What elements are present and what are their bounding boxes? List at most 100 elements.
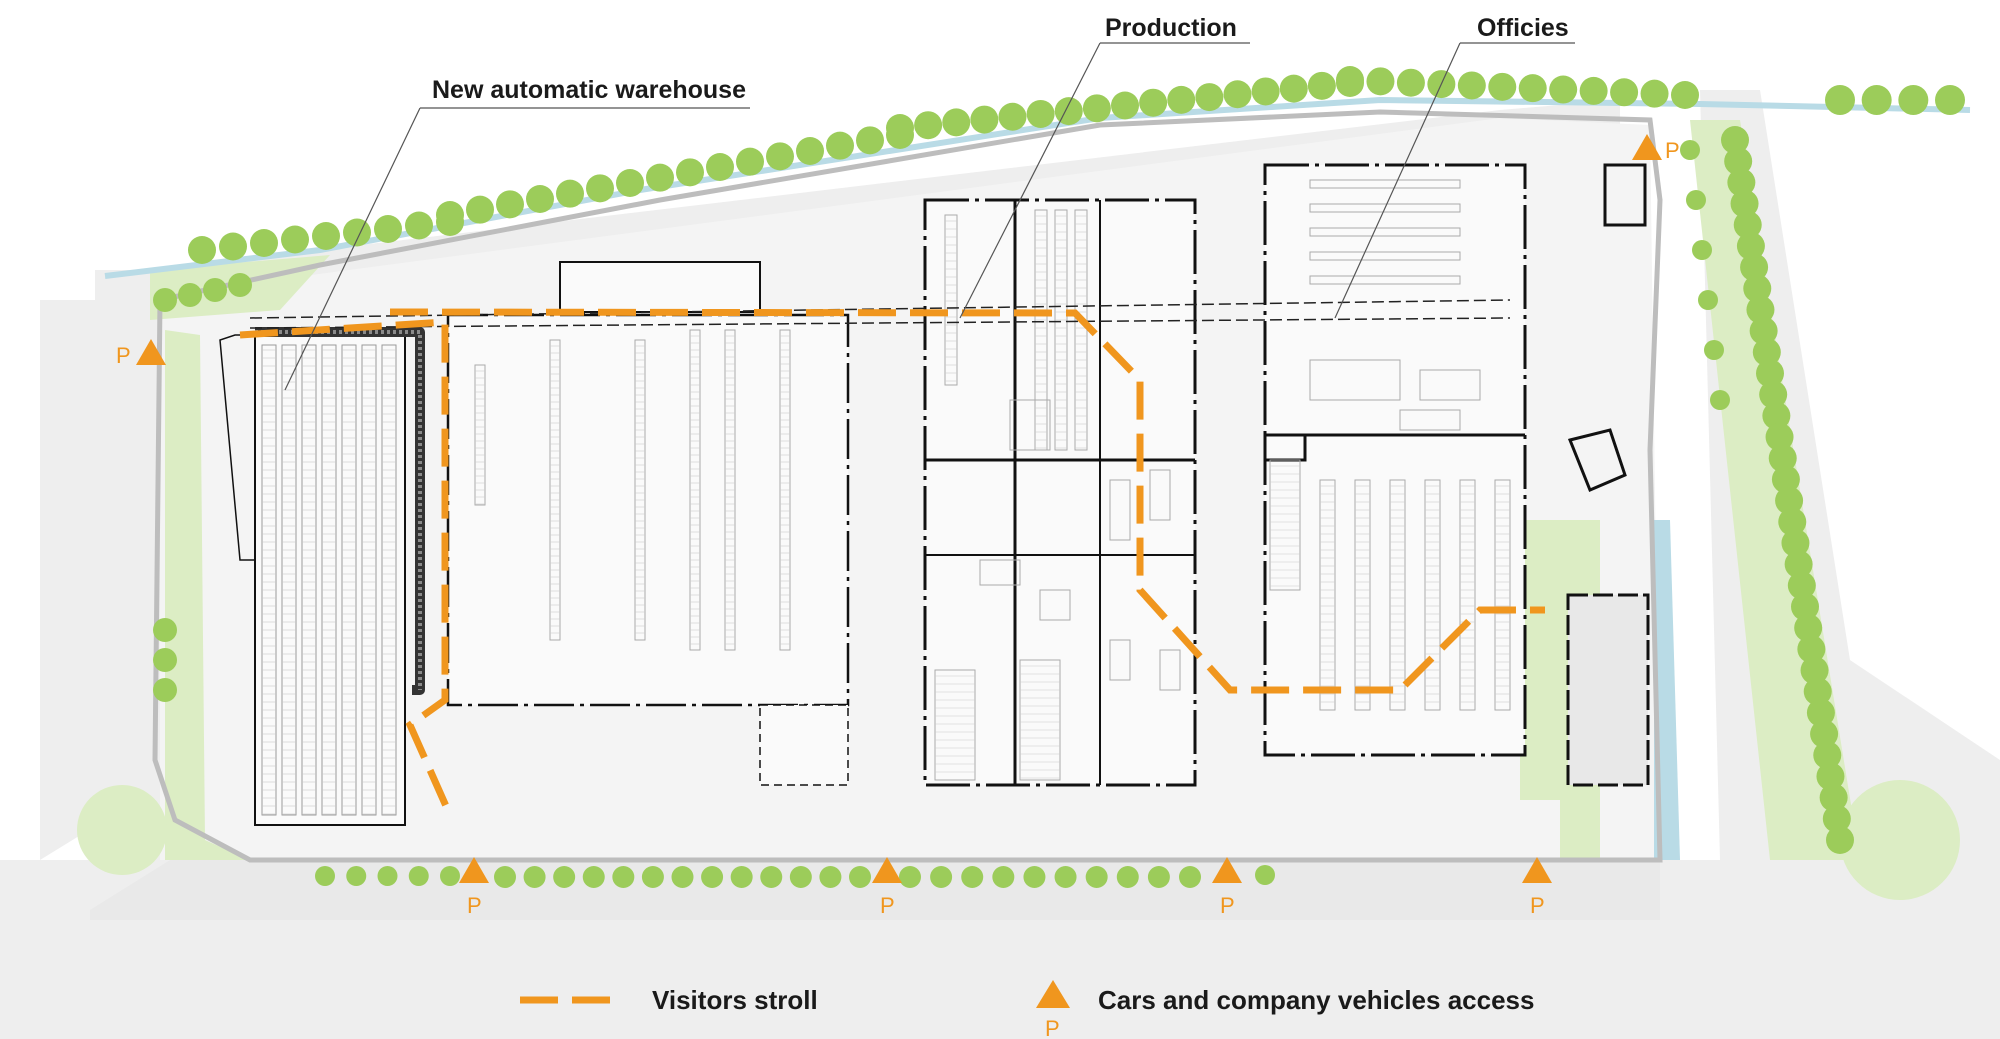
tree-icon xyxy=(1704,340,1724,360)
tree-icon xyxy=(1255,865,1275,885)
pond xyxy=(1654,520,1680,860)
tree-rows xyxy=(153,66,1965,888)
tree-icon xyxy=(886,114,914,142)
tree-icon xyxy=(1771,465,1800,494)
parking-marker: P xyxy=(1212,857,1242,918)
tree-icon xyxy=(1822,804,1851,833)
visitors-stroll-route xyxy=(239,308,1545,817)
tree-icon xyxy=(343,218,371,247)
tree-icon xyxy=(153,678,177,702)
parking-letter: P xyxy=(116,343,131,368)
tree-icon xyxy=(586,174,614,203)
tree-icon xyxy=(436,201,464,229)
tree-icon xyxy=(1710,390,1730,410)
tree-icon xyxy=(1251,77,1280,106)
production-building xyxy=(923,198,1197,787)
tree-icon xyxy=(408,866,429,886)
parking-marker: P xyxy=(1632,134,1680,163)
tree-icon xyxy=(970,105,999,134)
tree-icon xyxy=(1366,67,1395,96)
tree-icon xyxy=(1730,189,1759,218)
parking-triangle-icon xyxy=(872,857,902,883)
tree-icon xyxy=(1778,507,1807,536)
automatic-warehouse xyxy=(219,327,425,826)
parking-letter: P xyxy=(1220,893,1235,918)
tree-icon xyxy=(1195,83,1224,112)
parking-triangle-icon xyxy=(1212,857,1242,883)
parking-triangle-icon xyxy=(1632,134,1662,160)
tree-icon xyxy=(1727,168,1756,197)
tree-icon xyxy=(930,866,953,888)
tree-icon xyxy=(1816,762,1845,791)
tree-icon xyxy=(1898,85,1929,115)
tree-icon xyxy=(819,866,842,888)
legend-visitors-label: Visitors stroll xyxy=(652,985,818,1015)
parking-letter: P xyxy=(880,893,895,918)
tree-icon xyxy=(1794,613,1823,642)
parking-marker: P xyxy=(459,857,489,918)
tree-icon xyxy=(556,179,584,208)
tree-icon xyxy=(1518,74,1547,103)
tree-icon xyxy=(1692,240,1712,260)
tree-icon xyxy=(849,866,871,888)
tree-icon xyxy=(796,137,824,165)
parking-letter: P xyxy=(467,893,482,918)
tree-icon xyxy=(1054,97,1083,126)
tree-icon xyxy=(250,229,278,257)
tree-icon xyxy=(1775,486,1804,515)
tree-icon xyxy=(1488,72,1517,101)
parking-triangle-icon xyxy=(136,339,166,365)
tree-icon xyxy=(1740,253,1769,282)
tree-icon xyxy=(1861,85,1892,115)
tree-icon xyxy=(1797,635,1826,664)
parking-triangle-icon xyxy=(1522,857,1552,883)
site-boundary xyxy=(152,109,1663,863)
tree-icon xyxy=(1806,698,1835,727)
tree-icon xyxy=(1746,295,1775,324)
tree-icon xyxy=(178,283,202,307)
tree-icon xyxy=(1336,66,1364,94)
tree-icon xyxy=(405,211,433,240)
service-buildings xyxy=(1566,163,1650,787)
tree-icon xyxy=(1026,99,1055,128)
tree-icon xyxy=(440,866,460,886)
tree-icon xyxy=(942,108,971,137)
tree-icon xyxy=(1749,316,1778,345)
tree-icon xyxy=(1935,85,1965,115)
label-new-automatic-warehouse: New automatic warehouse xyxy=(432,76,746,104)
tree-icon xyxy=(789,866,812,888)
tree-icon xyxy=(992,866,1015,888)
legend-access-label: Cars and company vehicles access xyxy=(1098,985,1534,1015)
tree-icon xyxy=(1787,571,1816,600)
tree-icon xyxy=(1457,71,1486,100)
tree-icon xyxy=(1724,147,1753,176)
tree-icon xyxy=(1781,529,1810,558)
tree-icon xyxy=(1743,274,1772,303)
parking-letter: P xyxy=(1665,138,1680,163)
tree-icon xyxy=(582,866,605,888)
callout-lines xyxy=(284,42,1575,391)
tree-icon xyxy=(494,866,516,888)
tree-icon xyxy=(1147,866,1170,888)
tree-icon xyxy=(671,866,694,888)
tree-icon xyxy=(760,866,783,888)
tree-icon xyxy=(826,131,854,160)
tree-icon xyxy=(1223,80,1252,109)
parking-markers: P P P P P P xyxy=(116,134,1680,918)
tree-icon xyxy=(1765,422,1794,451)
tree-icon xyxy=(1810,719,1839,748)
tree-icon xyxy=(914,111,943,140)
tree-icon xyxy=(1813,741,1842,770)
label-offices: Officies xyxy=(1477,14,1569,42)
tree-icon xyxy=(1803,677,1832,706)
tree-icon xyxy=(153,648,177,672)
tree-icon xyxy=(1179,866,1201,888)
tree-icon xyxy=(1756,359,1784,388)
label-production: Production xyxy=(1105,14,1237,42)
tree-icon xyxy=(1826,826,1854,854)
tree-icon xyxy=(153,288,177,312)
tree-icon xyxy=(1819,783,1848,812)
tree-icon xyxy=(553,866,576,888)
tree-icon xyxy=(228,273,252,297)
parking-letter: P xyxy=(1530,893,1545,918)
